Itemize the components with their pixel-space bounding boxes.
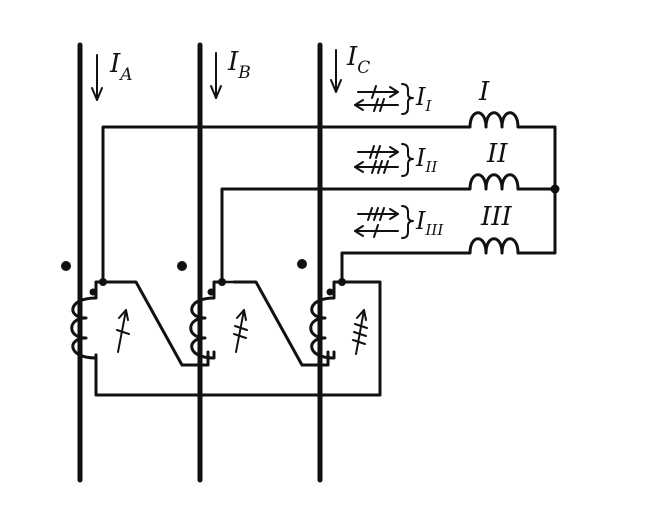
polarity-dot <box>177 261 187 271</box>
wire-cross-bc <box>232 280 330 367</box>
polarity-dot <box>326 288 334 296</box>
phase-current-arrows <box>91 49 342 101</box>
arrow-down-icon <box>210 52 222 99</box>
current-transformer-c <box>297 259 368 360</box>
current-transformer-a <box>61 261 130 360</box>
wire-cross-ab <box>112 280 210 367</box>
phase-current-label-c: IC <box>346 42 370 78</box>
relay-current-label-3: IIII <box>415 207 444 239</box>
polarity-dot <box>61 261 71 271</box>
relay-coil-2 <box>460 173 557 191</box>
arrow-down-icon <box>330 49 342 93</box>
relay-label-3: III <box>480 202 513 232</box>
relay-label-1: I <box>478 77 490 107</box>
current-direction-icon <box>354 85 399 112</box>
polarity-dot <box>89 288 97 296</box>
wire-relay-1 <box>101 125 464 284</box>
phase-current-label-a: IA <box>109 49 133 85</box>
phase-current-label-b: IB <box>227 47 251 83</box>
ct-current-arrow-icon <box>116 309 130 353</box>
wire-return <box>94 280 382 397</box>
current-transformers <box>61 259 368 360</box>
secondary-wiring <box>94 125 464 397</box>
junction-dot <box>99 278 107 286</box>
relay-current-label-1: II <box>415 83 432 115</box>
current-direction-icon <box>354 145 399 174</box>
relay-current-arrows <box>354 83 414 239</box>
junction-dot <box>338 278 346 286</box>
arrow-down-icon <box>91 54 103 101</box>
junction-dot <box>218 278 226 286</box>
phase-busbars <box>77 42 323 483</box>
brace-icon <box>401 143 414 177</box>
ct-current-arrow-icon <box>233 309 248 353</box>
current-direction-icon <box>354 207 399 238</box>
current-transformer-b <box>177 261 248 360</box>
brace-icon <box>401 83 414 115</box>
relay-current-label-2: III <box>415 144 438 176</box>
relay-coil-3 <box>460 187 557 255</box>
star-point <box>550 184 560 194</box>
brace-icon <box>401 205 414 239</box>
polarity-dot <box>207 288 215 296</box>
wire-relay-3 <box>340 251 464 284</box>
relay-coil-1 <box>460 111 557 191</box>
relay-label-2: II <box>486 139 508 169</box>
polarity-dot <box>297 259 307 269</box>
ct-current-arrow-icon <box>352 309 368 355</box>
relay-coils <box>460 111 560 255</box>
wire-relay-2 <box>220 187 464 284</box>
